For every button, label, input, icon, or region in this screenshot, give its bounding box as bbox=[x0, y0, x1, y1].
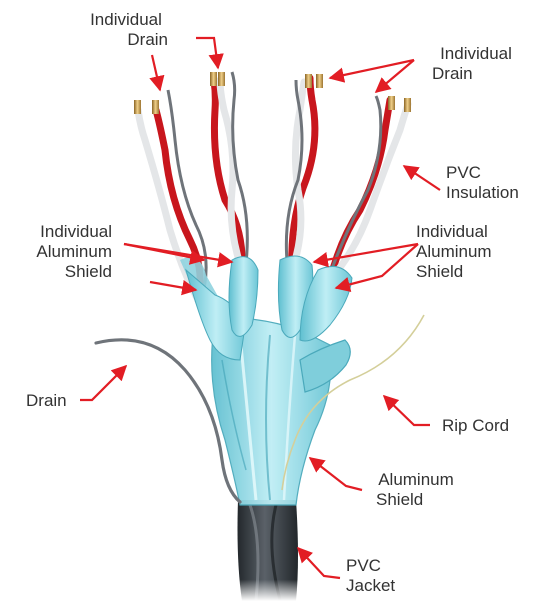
arrow bbox=[152, 55, 160, 90]
individual-drain-label-right: Individual Drain bbox=[424, 44, 528, 84]
pvc-insulation-label: PVC Insulation bbox=[446, 163, 546, 203]
aluminum-shield-label: Aluminum Shield bbox=[364, 470, 468, 510]
arrow bbox=[404, 166, 440, 190]
individual-aluminum-shield-label-left: Individual Aluminum Shield bbox=[6, 222, 112, 282]
individual-drain-label-left: Individual Drain bbox=[76, 10, 176, 50]
arrow bbox=[330, 60, 414, 78]
individual-aluminum-shield-label-right: Individual Aluminum Shield bbox=[416, 222, 526, 282]
pvc-jacket bbox=[230, 500, 310, 601]
arrow bbox=[384, 396, 430, 425]
arrow bbox=[80, 366, 126, 400]
drain-label: Drain bbox=[26, 391, 86, 411]
arrow bbox=[310, 458, 362, 490]
arrow bbox=[196, 38, 218, 68]
pvc-jacket-label: PVC Jacket bbox=[346, 556, 426, 596]
rip-cord-label: Rip Cord bbox=[442, 416, 542, 436]
